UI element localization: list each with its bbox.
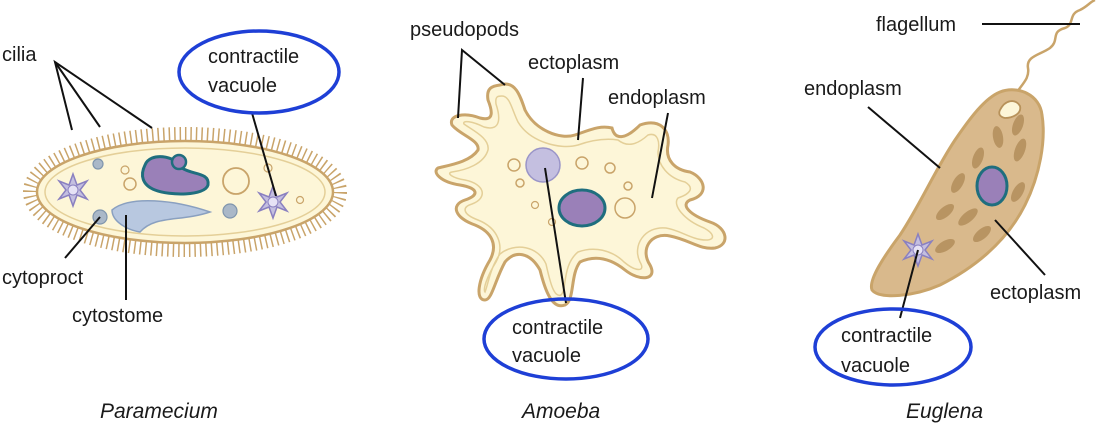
- amoeba-nucleus: [557, 188, 607, 228]
- euglena-chloroplast: [951, 173, 965, 193]
- leader-pseudopods: [457, 47, 506, 119]
- label-amoeba-endoplasm: endoplasm: [608, 87, 706, 109]
- label-paramecium-cv-line2: vacuole: [208, 75, 277, 97]
- highlight-ring-amoeba: [482, 297, 650, 381]
- euglena-chloroplast: [992, 126, 1004, 148]
- label-euglena-ectoplasm: ectoplasm: [990, 282, 1081, 304]
- amoeba-food-vacuole: [604, 162, 616, 174]
- amoeba-food-vacuole: [530, 200, 540, 210]
- euglena-chloroplast: [958, 208, 978, 226]
- euglena-chloroplast: [935, 239, 955, 253]
- label-euglena-cv-line1: contractile: [841, 325, 932, 347]
- paramecium-food-vacuole: [123, 177, 137, 191]
- leader-cytoproct: [64, 216, 101, 259]
- paramecium-food-vacuole: [120, 165, 130, 175]
- euglena-chloroplast: [1011, 182, 1025, 202]
- caption-amoeba: Amoeba: [520, 400, 600, 423]
- paramecium-cilia-fringe: [23, 127, 347, 257]
- leader-euglena-endoplasm: [867, 106, 941, 169]
- leader-cilia-2: [54, 61, 101, 128]
- label-euglena-endoplasm: endoplasm: [804, 78, 902, 100]
- amoeba-group: pseudopods ectoplasm endoplasm contracti…: [410, 19, 727, 423]
- paramecium-food-vacuole: [295, 195, 305, 205]
- euglena-group: flagellum endoplasm ectoplasm contractil…: [804, 0, 1096, 423]
- label-amoeba-cv-line1: contractile: [512, 317, 603, 339]
- euglena-reservoir: [998, 100, 1022, 119]
- amoeba-food-vacuole: [623, 181, 633, 191]
- label-paramecium-cv-line1: contractile: [208, 46, 299, 68]
- amoeba-food-vacuole: [575, 156, 589, 170]
- label-cytostome: cytostome: [72, 305, 163, 327]
- amoeba-contractile-vacuole: [525, 147, 561, 183]
- label-amoeba-cv-line2: vacuole: [512, 345, 581, 367]
- leader-euglena-cv: [899, 249, 919, 319]
- amoeba-food-vacuole: [507, 158, 521, 172]
- leader-amoeba-ectoplasm: [577, 77, 584, 141]
- label-cytoproct: cytoproct: [2, 267, 84, 289]
- paramecium-inner-membrane: [44, 147, 326, 237]
- leader-euglena-ectoplasm: [994, 219, 1046, 276]
- euglena-chloroplast: [1011, 114, 1025, 136]
- amoeba-food-vacuole: [614, 197, 636, 219]
- label-amoeba-ectoplasm: ectoplasm: [528, 52, 619, 74]
- euglena-chloroplast: [971, 147, 985, 169]
- amoeba-food-vacuole: [515, 178, 525, 188]
- leader-amoeba-endoplasm: [651, 112, 669, 199]
- paramecium-group: cilia contractile vacuole cytoproct cyto…: [2, 29, 347, 423]
- euglena-chloroplast: [972, 225, 992, 243]
- amoeba-ectoplasm-boundary: [448, 95, 714, 297]
- paramecium-oral-groove: [111, 199, 213, 233]
- caption-paramecium: Paramecium: [100, 400, 218, 423]
- paramecium-food-vacuole: [222, 203, 238, 219]
- euglena-chloroplast: [935, 203, 955, 221]
- euglena-flagellum: [1010, 0, 1096, 101]
- label-euglena-cv-line2: vacuole: [841, 355, 910, 377]
- leader-amoeba-cv: [544, 167, 567, 304]
- highlight-ring-euglena: [813, 307, 973, 387]
- label-flagellum: flagellum: [876, 14, 956, 36]
- leader-paramecium-cv: [251, 112, 277, 197]
- paramecium-micronucleus: [170, 153, 188, 171]
- euglena-chloroplast: [1013, 138, 1027, 162]
- caption-euglena: Euglena: [906, 400, 983, 423]
- label-cilia: cilia: [2, 44, 37, 66]
- highlight-ring-paramecium: [177, 29, 341, 115]
- paramecium-food-vacuole: [92, 158, 104, 170]
- label-pseudopods: pseudopods: [410, 19, 519, 41]
- leader-cilia: [53, 59, 153, 131]
- paramecium-food-vacuole: [222, 167, 250, 195]
- euglena-nucleus: [975, 165, 1009, 207]
